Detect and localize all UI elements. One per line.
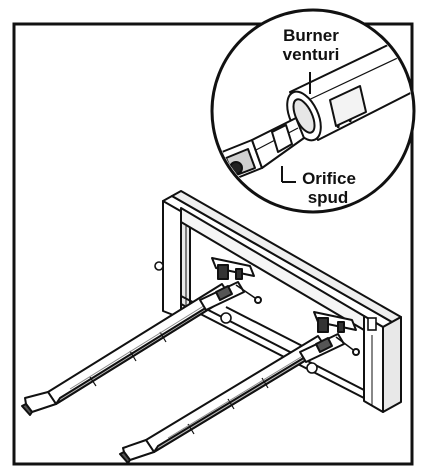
- grill-frame: [162, 190, 402, 413]
- orifice-label-line2: spud: [308, 188, 349, 207]
- burner-tube-rear: [21, 257, 262, 416]
- burner-label-line2: venturi: [283, 45, 340, 64]
- burner-label-line1: Burner: [283, 26, 339, 45]
- orifice-label-line1: Orifice: [302, 169, 356, 188]
- burner-tube-front: [119, 311, 360, 464]
- frame-fittings: [154, 261, 377, 374]
